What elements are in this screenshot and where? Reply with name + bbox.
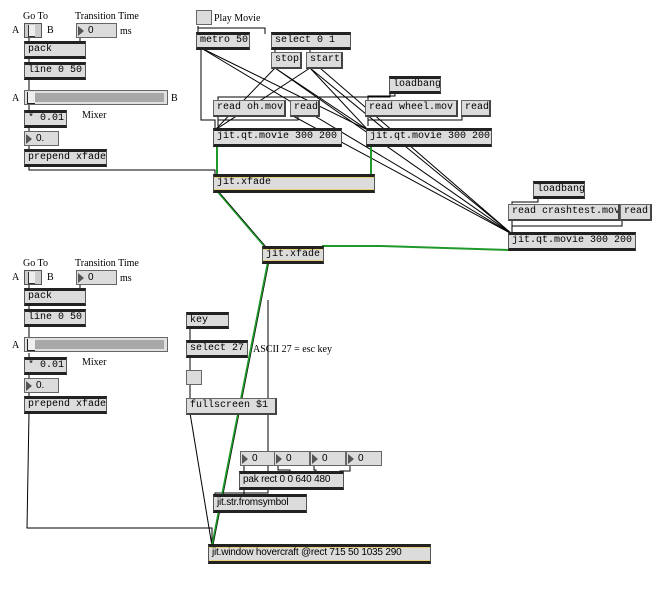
- jit-window-object[interactable]: jit.window hovercraft @rect 715 50 1035 …: [208, 544, 431, 564]
- metro-object[interactable]: metro 50: [196, 32, 250, 50]
- key-object[interactable]: key: [186, 312, 229, 329]
- b-label: B: [47, 25, 54, 36]
- transition-time-label: Transition Time: [75, 11, 139, 22]
- goto-toggle-2[interactable]: [24, 270, 42, 285]
- start-message[interactable]: start: [306, 52, 343, 69]
- jit-qt-movie-1[interactable]: jit.qt.movie 300 200: [213, 128, 342, 147]
- transition-time-number[interactable]: 0: [76, 23, 117, 38]
- multiply-object-2[interactable]: * 0.01: [24, 357, 67, 375]
- slider-b-label: B: [171, 93, 178, 104]
- toggle-knob: [28, 25, 35, 37]
- ascii-comment: ASCII 27 = esc key: [253, 344, 332, 355]
- jit-xfade-mid[interactable]: jit.xfade: [262, 246, 324, 264]
- slider-track: [31, 93, 164, 102]
- jit-qt-movie-3[interactable]: jit.qt.movie 300 200: [508, 232, 636, 251]
- transition-time-number-2[interactable]: 0: [76, 270, 117, 285]
- ms-label: ms: [120, 26, 132, 37]
- goto-toggle[interactable]: [24, 23, 42, 38]
- select-0-1-object[interactable]: select 0 1: [271, 32, 351, 50]
- float-number-2[interactable]: 0.: [24, 378, 59, 393]
- stop-message[interactable]: stop: [271, 52, 302, 69]
- mixer-label-2: Mixer: [82, 357, 107, 368]
- transition-time-label-2: Transition Time: [75, 258, 139, 269]
- goto-label: Go To: [23, 11, 48, 22]
- read-wheel-mov-message[interactable]: read wheel.mov: [365, 100, 458, 117]
- ms-label-2: ms: [120, 273, 132, 284]
- rect-number-4[interactable]: 0: [346, 451, 382, 466]
- float-number[interactable]: 0.: [24, 131, 59, 146]
- slider-a-label: A: [12, 93, 20, 104]
- slider-thumb[interactable]: [27, 339, 35, 351]
- slider-track: [31, 340, 164, 349]
- multiply-object[interactable]: * 0.01: [24, 110, 67, 128]
- mixer-label: Mixer: [82, 110, 107, 121]
- read-message-2[interactable]: read: [461, 100, 491, 117]
- read-crashtest-mov-message[interactable]: read crashtest.mov: [508, 204, 620, 221]
- line-object[interactable]: line 0 50: [24, 62, 86, 80]
- slider-thumb[interactable]: [27, 92, 35, 104]
- pack-object-2[interactable]: pack: [24, 288, 86, 306]
- rect-number-1[interactable]: 0: [240, 451, 276, 466]
- select-27-object[interactable]: select 27: [186, 340, 248, 358]
- pack-object[interactable]: pack: [24, 41, 86, 59]
- rect-number-3[interactable]: 0: [310, 451, 346, 466]
- rect-number-2[interactable]: 0: [274, 451, 310, 466]
- loadbang-object-2[interactable]: loadbang: [533, 181, 585, 199]
- mixer-slider[interactable]: [24, 90, 168, 105]
- jit-xfade-top[interactable]: jit.xfade: [213, 174, 375, 193]
- prepend-xfade-object[interactable]: prepend xfade: [24, 149, 107, 167]
- line-object-2[interactable]: line 0 50: [24, 309, 86, 327]
- prepend-xfade-object-2[interactable]: prepend xfade: [24, 396, 107, 414]
- read-message-1[interactable]: read: [290, 100, 320, 117]
- a-label: A: [12, 25, 20, 36]
- fullscreen-message[interactable]: fullscreen $1: [186, 398, 277, 415]
- b-label-2: B: [47, 272, 54, 283]
- read-oh-mov-message[interactable]: read oh.mov: [213, 100, 286, 117]
- slider-a-label-2: A: [12, 340, 20, 351]
- jit-str-fromsymbol-object[interactable]: jit.str.fromsymbol: [213, 494, 307, 513]
- toggle-knob: [28, 272, 35, 284]
- goto-label-2: Go To: [23, 258, 48, 269]
- bang-button[interactable]: [186, 370, 202, 385]
- mixer-slider-2[interactable]: [24, 337, 168, 352]
- play-movie-label: Play Movie: [214, 13, 261, 24]
- a-label-2: A: [12, 272, 20, 283]
- play-movie-toggle[interactable]: [196, 10, 212, 25]
- read-message-3[interactable]: read: [620, 204, 652, 221]
- loadbang-object-1[interactable]: loadbang: [389, 76, 441, 94]
- jit-qt-movie-2[interactable]: jit.qt.movie 300 200: [366, 128, 492, 147]
- pak-rect-object[interactable]: pak rect 0 0 640 480: [239, 471, 344, 490]
